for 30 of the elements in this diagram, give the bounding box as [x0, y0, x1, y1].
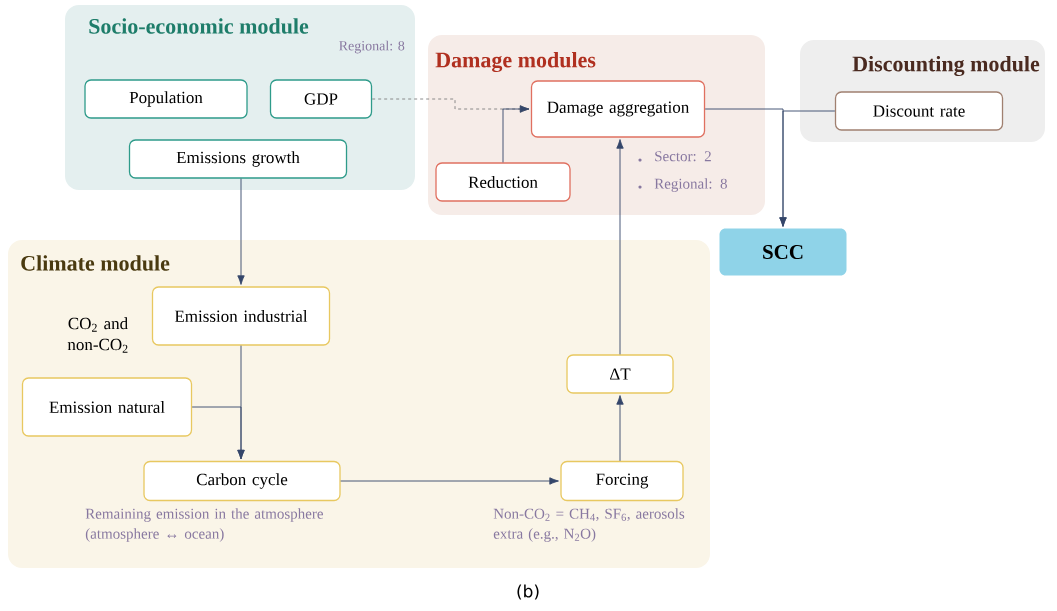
arrow: [237, 178, 245, 285]
process-box: Emission natural: [21, 377, 193, 437]
process-box: Population: [84, 79, 248, 119]
module-title: Damage modules: [435, 51, 596, 73]
arrow: [502, 105, 530, 163]
module-title: Discounting module: [852, 55, 1040, 77]
process-box: Reduction: [435, 162, 571, 202]
bullet-text: Regional: 8: [654, 178, 727, 192]
process-box: Damage aggregation: [530, 80, 706, 138]
note-text: Remaining emission in the atmosphere (atmosphere ↔ ocean): [85, 508, 323, 542]
note-text: Non-CO$_{2}$ = CH$_{4}$, SF$_{6}$, aerosols extra (e.g., N$_{2}$O): [493, 508, 685, 542]
caption: (b): [517, 584, 539, 600]
process-box: Discount rate: [834, 91, 1004, 131]
process-box: Carbon cycle: [143, 460, 341, 502]
process-box: GDP: [269, 79, 373, 119]
process-box: ΔT: [566, 354, 674, 394]
arrow: [779, 110, 836, 227]
arrow: [191, 406, 245, 460]
result-box: SCC: [719, 228, 847, 276]
arrow: [616, 395, 624, 462]
annotation-text: CO$_{2}$ and non-CO$_{2}$: [67, 317, 128, 353]
process-box: Emission industrial: [151, 286, 331, 346]
module-title: Socio-economic module: [89, 18, 309, 34]
module-title: Climate module: [21, 255, 170, 271]
note-text: Regional: 8: [339, 40, 405, 54]
process-box: Emissions growth: [128, 139, 348, 179]
arrow: [340, 477, 559, 485]
process-box: Forcing: [560, 460, 684, 502]
arrow: [616, 139, 624, 355]
bullet-text: Sector: 2: [655, 151, 711, 162]
